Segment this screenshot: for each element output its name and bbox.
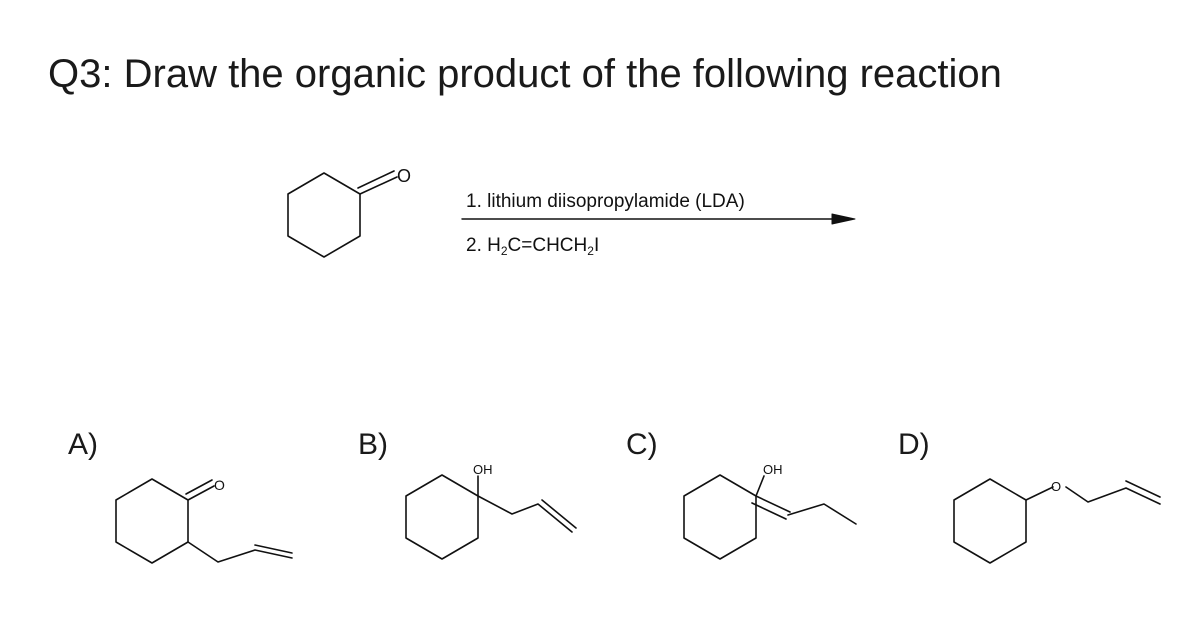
reagent-step-1: 1. lithium diisopropylamide (LDA) bbox=[466, 191, 745, 212]
option-b-hydroxyl-label: OH bbox=[473, 462, 493, 477]
option-c-hydroxyl-label: OH bbox=[763, 462, 783, 477]
option-d-label[interactable]: D) bbox=[898, 428, 930, 461]
reactant-oxygen-label: O bbox=[397, 166, 411, 186]
option-c-structure[interactable]: OH bbox=[678, 460, 878, 580]
reactant-ring bbox=[287, 172, 361, 258]
reagent-step-2: 2. H2C=CHCH2I bbox=[466, 235, 600, 258]
option-b-ring bbox=[405, 474, 479, 560]
option-c-ring bbox=[683, 474, 757, 560]
option-a-ring bbox=[115, 478, 189, 564]
question-text: Draw the organic product of the followin… bbox=[123, 52, 1002, 96]
question-number: Q3: bbox=[48, 52, 113, 96]
option-d-oxygen-label: O bbox=[1051, 479, 1061, 494]
option-a-label[interactable]: A) bbox=[68, 428, 98, 461]
option-b-structure[interactable]: OH bbox=[400, 460, 600, 580]
reaction-arrow bbox=[461, 213, 856, 225]
option-d-structure[interactable]: O bbox=[950, 460, 1170, 580]
reactant-cyclohexanone: O bbox=[287, 166, 411, 258]
option-b-label[interactable]: B) bbox=[358, 428, 388, 461]
option-a-oxygen-label: O bbox=[214, 477, 225, 493]
option-d-ring bbox=[953, 478, 1027, 564]
option-a-structure[interactable]: O bbox=[110, 470, 300, 580]
option-c-label[interactable]: C) bbox=[626, 428, 658, 461]
question-title: Q3: Draw the organic product of the foll… bbox=[48, 52, 1002, 97]
